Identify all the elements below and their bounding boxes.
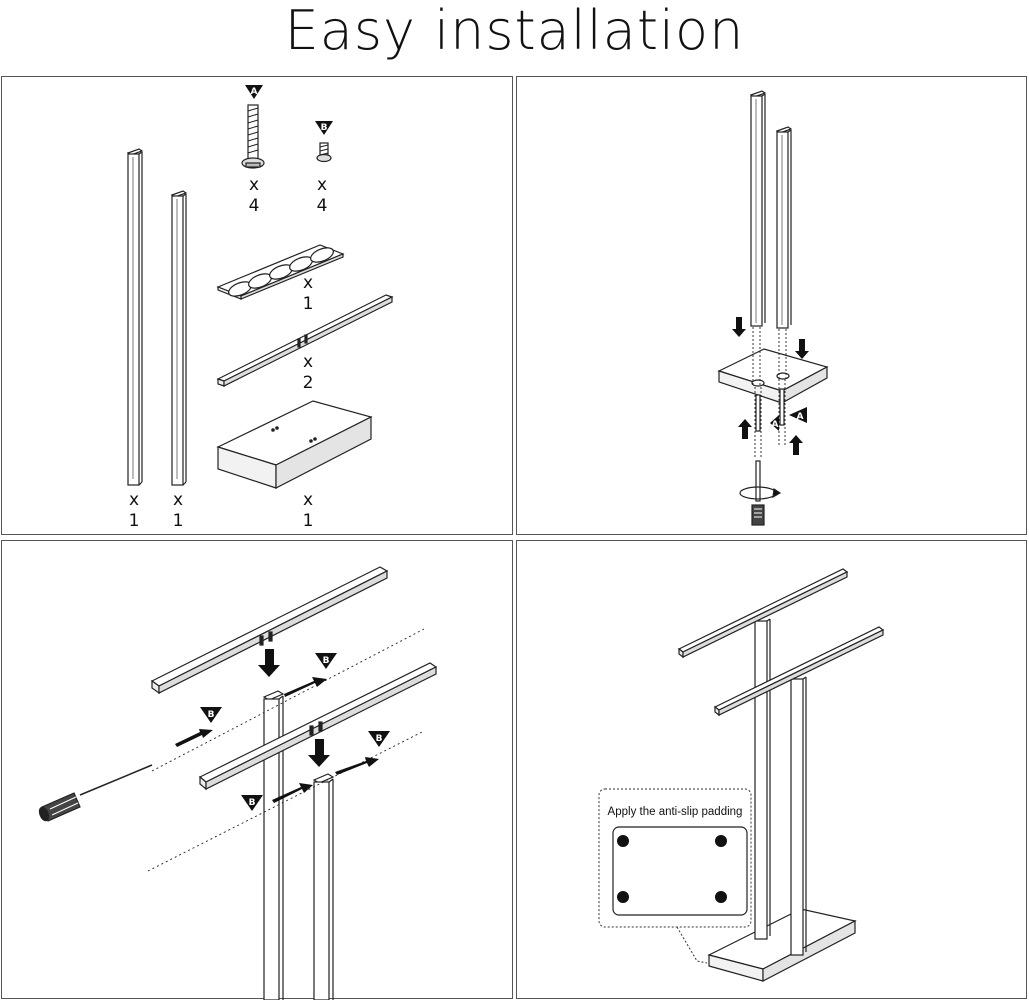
upper-crossbar: [150, 566, 389, 695]
tall-pole-mult: x: [129, 490, 139, 510]
upper-crossbar: [677, 568, 849, 659]
pads-qty: 1: [303, 294, 314, 314]
direction-arrows: [732, 317, 809, 455]
anti-slip-callout: Apply the anti-slip padding: [598, 788, 752, 964]
base: [216, 400, 373, 489]
pad-dot: [715, 891, 727, 903]
screws: [751, 388, 785, 526]
pad-dot: [617, 835, 629, 847]
short-pole: [170, 190, 188, 486]
short-pole-qty: 1: [173, 511, 184, 531]
svg-text:A: A: [772, 420, 779, 430]
parts-diagram: A B x 4 x 4 x 1 x 2 x 1 x 1 x 1: [126, 85, 394, 531]
lower-crossbar: [713, 626, 885, 717]
short-pole: [775, 126, 793, 329]
screw-b: [316, 142, 332, 163]
screw-b-mult: x: [317, 175, 327, 195]
panel-step-assembled: Apply the anti-slip padding: [516, 540, 1027, 999]
badge-b-2: B: [200, 707, 222, 723]
assembled-diagram: Apply the anti-slip padding: [598, 568, 885, 982]
svg-text:B: B: [323, 656, 330, 666]
step-poles-diagram: A A: [717, 90, 829, 526]
screwdriver: [38, 764, 153, 822]
badge-a-2: A: [789, 407, 807, 423]
pad-dot: [715, 835, 727, 847]
screw-b-badge: B: [315, 121, 333, 135]
svg-text:A: A: [251, 87, 258, 97]
short-pole-mult: x: [173, 490, 183, 510]
pad-dot: [617, 891, 629, 903]
tall-pole: [749, 90, 767, 327]
lower-crossbar: [198, 662, 438, 791]
crossbars-qty: 2: [303, 373, 314, 393]
crossbar: [216, 294, 394, 387]
tall-pole: [126, 148, 144, 486]
direction-arrows: [175, 649, 379, 803]
screw-a-qty: 4: [249, 196, 260, 216]
step-crossbars-diagram: B B B B: [38, 566, 438, 1000]
crossbars-mult: x: [303, 352, 313, 372]
svg-text:B: B: [376, 734, 383, 744]
svg-text:A: A: [797, 412, 804, 422]
pads-mult: x: [303, 273, 313, 293]
badge-b-1: B: [315, 653, 337, 669]
panel-step-poles-to-base: A A: [516, 76, 1027, 535]
alignment-lines: [752, 327, 787, 457]
badge-b-4: B: [241, 795, 263, 811]
panel-parts-list: A B x 4 x 4 x 1 x 2 x 1 x 1 x 1: [1, 76, 513, 535]
callout-label: Apply the anti-slip padding: [608, 806, 743, 818]
page-title: Easy installation: [284, 0, 745, 62]
panel-step-crossbars: B B B B: [1, 540, 513, 1000]
screw-a-mult: x: [249, 175, 259, 195]
screw-b-qty: 4: [317, 196, 328, 216]
svg-text:B: B: [321, 123, 328, 133]
anti-slip-pad-sheet: [216, 244, 345, 300]
svg-text:B: B: [208, 710, 215, 720]
rotate-icon: [739, 486, 782, 500]
screw-a-badge: A: [245, 85, 263, 99]
tall-pole: [754, 618, 771, 940]
screw-a: [241, 104, 265, 169]
alignment-lines: [147, 628, 425, 872]
badge-a-1: A: [770, 415, 779, 431]
base-mult: x: [303, 490, 313, 510]
short-pole: [312, 773, 335, 1000]
badge-b-3: B: [368, 731, 390, 747]
base: [717, 348, 829, 405]
tall-pole-qty: 1: [129, 511, 140, 531]
base-qty: 1: [303, 511, 314, 531]
svg-text:B: B: [249, 798, 256, 808]
short-pole: [790, 676, 807, 956]
